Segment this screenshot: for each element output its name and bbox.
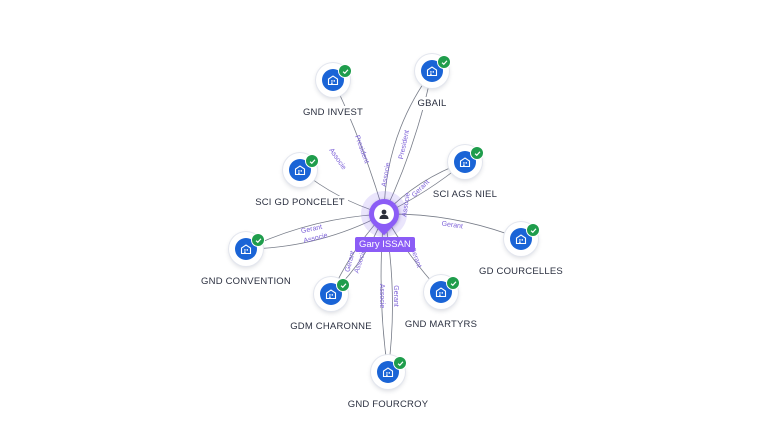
edge-label-president: President	[353, 134, 370, 164]
company-label-wrap: SCI AGS NIEL	[385, 184, 545, 202]
company-label-wrap: GBAIL	[352, 93, 512, 111]
edge-gbail-3	[383, 70, 433, 215]
verified-check-icon	[526, 223, 540, 237]
verified-check-icon	[446, 276, 460, 290]
company-name[interactable]: GND MARTYRS	[401, 318, 481, 331]
edge-label-gerant: Gerant	[300, 224, 322, 235]
edge-gbail-2	[383, 70, 433, 215]
edge-label-president: President	[398, 129, 411, 159]
company-name[interactable]: GND CONVENTION	[198, 275, 294, 288]
company-label-wrap: SCI GD PONCELET	[220, 192, 380, 210]
verified-check-icon	[470, 146, 484, 160]
company-label-wrap: GND INVEST	[253, 102, 413, 120]
edge-label-gerant: Gerant	[392, 285, 399, 306]
company-name[interactable]: GDM CHARONNE	[287, 320, 375, 333]
verified-check-icon	[251, 233, 265, 247]
edge-label-associe: Associe	[327, 147, 347, 171]
company-label-wrap: GD COURCELLES	[441, 261, 601, 279]
company-label-wrap: GND CONVENTION	[166, 271, 326, 289]
verified-check-icon	[336, 278, 350, 292]
person-icon	[374, 204, 394, 224]
company-name[interactable]: SCI AGS NIEL	[429, 188, 501, 201]
verified-check-icon	[338, 64, 352, 78]
verified-check-icon	[393, 356, 407, 370]
verified-check-icon	[305, 154, 319, 168]
edge-label-gerant: Gerant	[441, 221, 463, 231]
company-name[interactable]: GND INVEST	[299, 106, 367, 119]
company-name[interactable]: GND FOURCROY	[344, 398, 432, 411]
company-label-wrap: GDM CHARONNE	[251, 316, 411, 334]
company-name[interactable]: GD COURCELLES	[476, 265, 566, 278]
company-name[interactable]: GBAIL	[414, 97, 450, 110]
verified-check-icon	[437, 55, 451, 69]
company-label-wrap: GND MARTYRS	[361, 314, 521, 332]
edge-label-associe: Associe	[401, 192, 411, 217]
company-name[interactable]: SCI GD PONCELET	[252, 196, 348, 209]
edge-label-associe: Associe	[381, 162, 392, 187]
edge-label-associe: Associe	[378, 284, 385, 309]
company-label-wrap: GND FOURCROY	[308, 394, 468, 412]
person-name-label[interactable]: Gary ISSAN	[355, 237, 415, 252]
